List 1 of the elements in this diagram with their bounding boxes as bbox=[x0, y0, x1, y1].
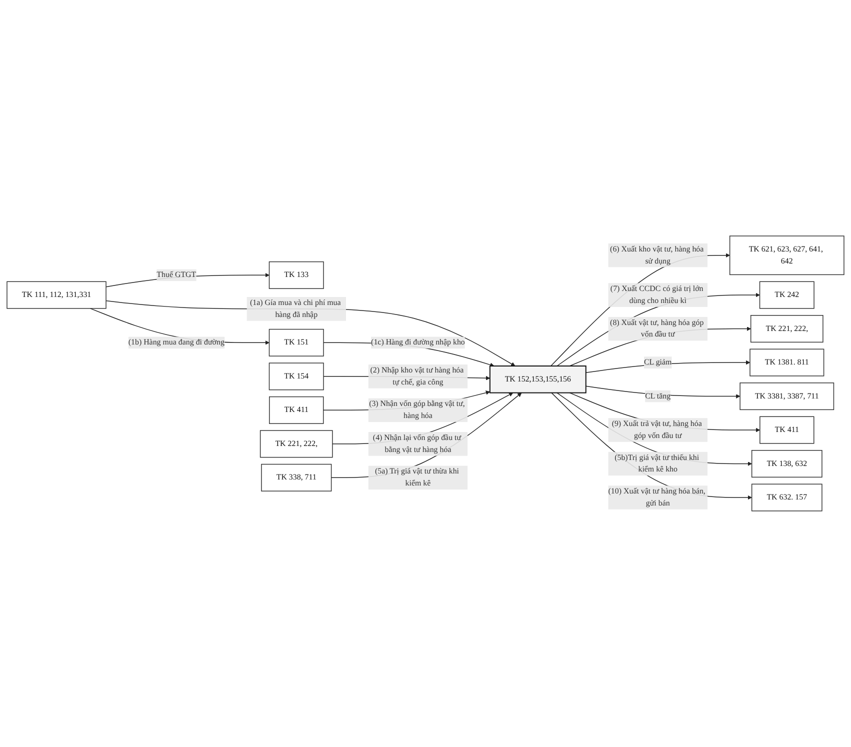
arrow bbox=[332, 392, 514, 444]
